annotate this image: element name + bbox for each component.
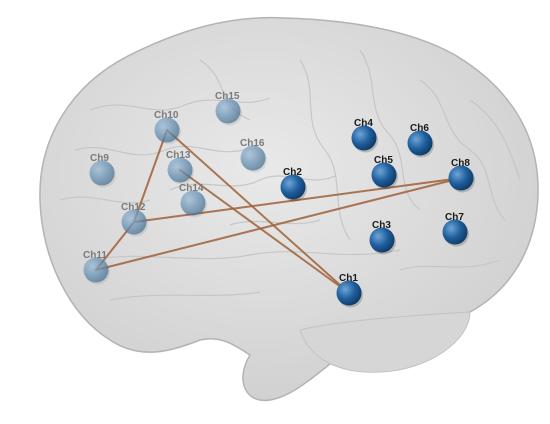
channel-node-ch6: Ch6 [407, 123, 434, 158]
node-label-ch2: Ch2 [283, 167, 302, 178]
connection-ch8-ch11 [95, 177, 462, 271]
node-sphere-ch8 [448, 165, 474, 191]
channel-node-ch16: Ch16 [240, 138, 267, 173]
channel-node-ch2: Ch2 [280, 167, 307, 202]
channel-node-ch7: Ch7 [442, 212, 469, 247]
node-sphere-ch5 [371, 162, 397, 188]
node-label-ch7: Ch7 [445, 212, 464, 223]
node-sphere-ch7 [442, 219, 468, 245]
node-label-ch1: Ch1 [339, 273, 358, 284]
node-sphere-ch1 [336, 280, 362, 306]
node-label-ch12: Ch12 [121, 202, 146, 213]
node-label-ch14: Ch14 [179, 183, 204, 194]
node-sphere-ch3 [369, 227, 395, 253]
channel-node-ch9: Ch9 [89, 153, 116, 188]
node-label-ch13: Ch13 [166, 150, 191, 161]
connection-ch1-ch13 [179, 169, 350, 294]
node-label-ch3: Ch3 [372, 220, 391, 231]
channel-node-ch11: Ch11 [83, 250, 110, 285]
node-label-ch4: Ch4 [354, 118, 373, 129]
connection-ch1-ch10 [166, 129, 350, 294]
gyri-texture [59, 49, 521, 301]
channel-node-ch15: Ch15 [215, 91, 242, 126]
node-label-ch15: Ch15 [215, 91, 240, 102]
node-sphere-ch11 [83, 257, 109, 283]
node-sphere-ch2 [280, 174, 306, 200]
channel-node-ch3: Ch3 [369, 220, 396, 255]
channel-node-ch4: Ch4 [351, 118, 378, 153]
brain-surface [39, 16, 539, 402]
node-sphere-ch6 [407, 130, 433, 156]
node-sphere-ch4 [351, 125, 377, 151]
channel-node-ch13: Ch13 [166, 150, 194, 185]
connection-ch10-ch12 [133, 129, 168, 223]
node-label-ch5: Ch5 [374, 155, 393, 166]
node-label-ch11: Ch11 [83, 250, 107, 261]
node-label-ch9: Ch9 [90, 153, 109, 164]
node-label-ch6: Ch6 [410, 123, 429, 134]
channel-node-ch10: Ch10 [154, 110, 181, 145]
node-sphere-ch15 [215, 98, 241, 124]
node-sphere-ch13 [167, 157, 193, 183]
temporal-lobe [299, 311, 471, 373]
channel-node-ch14: Ch14 [179, 183, 207, 218]
channel-node-ch12: Ch12 [121, 202, 148, 237]
node-label-ch10: Ch10 [154, 110, 179, 121]
node-sphere-ch9 [89, 160, 115, 186]
connection-ch8-ch12 [133, 177, 462, 223]
node-label-ch8: Ch8 [451, 158, 470, 169]
node-sphere-ch16 [240, 145, 266, 171]
cerebrum-outline [39, 16, 539, 402]
channel-node-ch5: Ch5 [371, 155, 398, 190]
node-label-ch16: Ch16 [240, 138, 265, 149]
node-sphere-ch14 [180, 190, 206, 216]
node-sphere-ch10 [154, 117, 180, 143]
channel-node-ch1: Ch1 [336, 273, 363, 308]
node-sphere-ch12 [121, 209, 147, 235]
channel-node-ch8: Ch8 [448, 158, 475, 193]
